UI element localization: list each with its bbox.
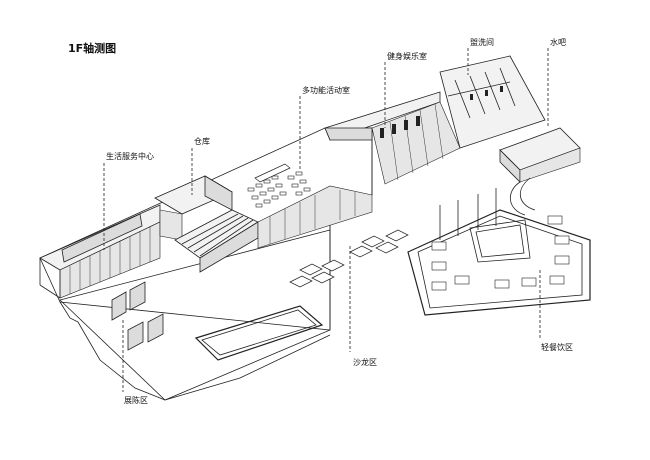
label-multifunction-room: 多功能活动室 bbox=[302, 85, 350, 95]
water-bar-block bbox=[499, 127, 581, 216]
label-exhibition-area: 展陈区 bbox=[124, 395, 148, 405]
fitness-building bbox=[324, 91, 461, 195]
washroom-block bbox=[439, 55, 546, 149]
stairs bbox=[174, 209, 259, 273]
diagram-title: 1F轴测图 bbox=[68, 42, 117, 55]
label-fitness-room: 健身娱乐室 bbox=[387, 51, 427, 61]
salon-furniture bbox=[289, 229, 409, 288]
label-water-bar: 水吧 bbox=[550, 37, 566, 47]
leader-lines bbox=[103, 48, 549, 392]
label-life-service-center: 生活服务中心 bbox=[106, 151, 154, 161]
label-warehouse: 仓库 bbox=[194, 136, 210, 146]
exhibition-panels bbox=[111, 281, 164, 351]
multifunction-hall bbox=[247, 163, 373, 249]
label-light-dining-area: 轻餐饮区 bbox=[541, 342, 573, 352]
label-salon-area: 沙龙区 bbox=[353, 357, 377, 367]
service-building bbox=[39, 204, 161, 299]
area-labels: 生活服务中心 仓库 多功能活动室 健身娱乐室 盥洗间 水吧 沙龙区 展陈区 轻餐… bbox=[106, 37, 573, 405]
exhibition-plaza bbox=[59, 229, 331, 401]
label-washroom: 盥洗间 bbox=[470, 37, 494, 47]
dining-terrace bbox=[407, 188, 591, 316]
water-pool bbox=[194, 305, 324, 361]
